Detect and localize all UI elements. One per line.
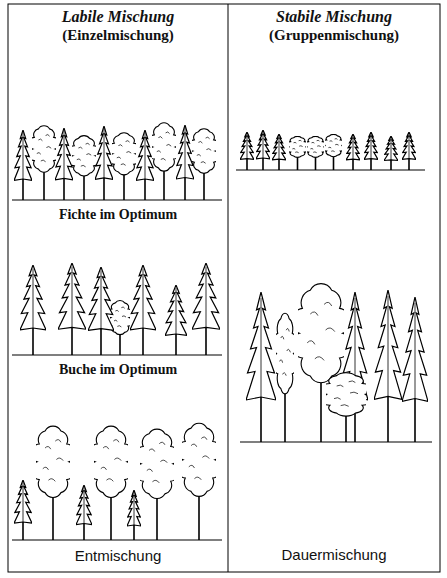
stand-caption: Entmischung (75, 547, 162, 564)
stand-caption: Fichte im Optimum (59, 207, 177, 223)
column-heading: Labile Mischung (62, 8, 174, 26)
column-subheading: (Einzelmischung) (62, 27, 174, 44)
column-subheading: (Gruppenmischung) (269, 27, 399, 44)
stand-caption: Dauermischung (281, 546, 386, 563)
column-heading: Stabile Mischung (276, 8, 392, 26)
stand-caption: Buche im Optimum (59, 362, 177, 378)
